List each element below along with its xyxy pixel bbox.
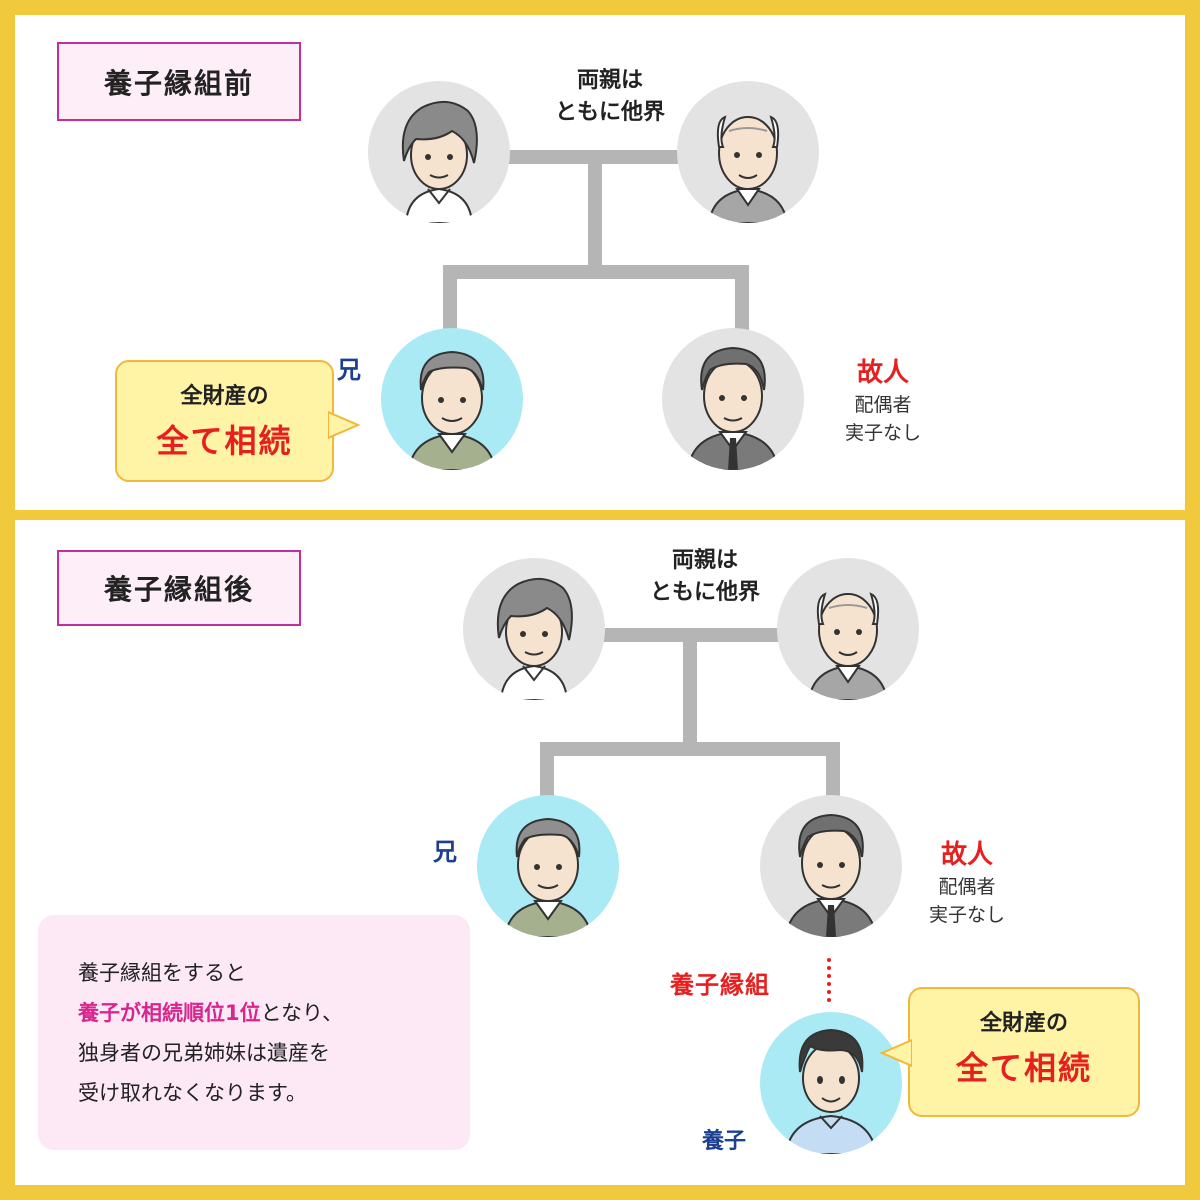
deceased-title-after: 故人 — [907, 837, 1027, 873]
explanation-note: 養子縁組をすると 養子が相続順位1位となり、 独身者の兄弟姉妹は遺産を 受け取れ… — [38, 915, 470, 1150]
note-line3: 独身者の兄弟姉妹は遺産を — [78, 1033, 470, 1073]
deceased-avatar-after — [760, 795, 902, 937]
mother-avatar — [368, 81, 510, 223]
panel-before-adoption: 養子縁組前 両親は ともに他界 — [15, 15, 1185, 510]
bubble-after-line2: 全て相続 — [910, 1043, 1138, 1089]
parents-note-after-line1: 両親は — [615, 545, 795, 577]
bubble-pointer-after — [880, 1038, 912, 1068]
bubble-pointer — [328, 410, 360, 440]
children-bar-after — [540, 742, 840, 756]
parents-note: 両親は ともに他界 — [520, 65, 700, 129]
brother-avatar — [381, 328, 523, 470]
note-line1: 養子縁組をすると — [78, 953, 470, 993]
parents-note-line2: ともに他界 — [520, 97, 700, 129]
mother-avatar-after — [463, 558, 605, 700]
brother-avatar-after — [477, 795, 619, 937]
adoption-link — [827, 958, 831, 1002]
panel-title-before: 養子縁組前 — [57, 42, 301, 121]
deceased-avatar — [662, 328, 804, 470]
deceased-spouse-note-after: 配偶者 — [907, 873, 1027, 901]
panel-after-adoption: 養子縁組後 両親は ともに他界 — [15, 520, 1185, 1185]
parents-note-after: 両親は ともに他界 — [615, 545, 795, 609]
children-stem-after — [683, 635, 697, 753]
inheritance-bubble-adoptee: 全財産の 全て相続 — [908, 987, 1140, 1117]
panel-title-after: 養子縁組後 — [57, 550, 301, 626]
deceased-info: 故人 配偶者 実子なし — [823, 355, 943, 447]
children-stem — [588, 157, 602, 275]
inheritance-bubble-brother: 全財産の 全て相続 — [115, 360, 334, 482]
children-bar — [443, 265, 749, 279]
adoption-label: 養子縁組 — [670, 965, 770, 1000]
deceased-children-note: 実子なし — [823, 419, 943, 447]
parents-note-after-line2: ともに他界 — [615, 577, 795, 609]
brother-label-after: 兄 — [433, 832, 457, 867]
deceased-info-after: 故人 配偶者 実子なし — [907, 837, 1027, 929]
adoptee-label: 養子 — [702, 1123, 746, 1155]
deceased-spouse-note: 配偶者 — [823, 391, 943, 419]
bubble-line1: 全財産の — [117, 378, 332, 410]
deceased-children-note-after: 実子なし — [907, 901, 1027, 929]
bubble-line2: 全て相続 — [117, 416, 332, 462]
adoptee-avatar — [760, 1012, 902, 1154]
bubble-after-line1: 全財産の — [910, 1005, 1138, 1037]
note-line2-rest: となり、 — [261, 1001, 344, 1025]
father-avatar-after — [777, 558, 919, 700]
brother-label: 兄 — [337, 350, 361, 385]
note-line2: 養子が相続順位1位となり、 — [78, 993, 470, 1033]
deceased-title: 故人 — [823, 355, 943, 391]
father-avatar — [677, 81, 819, 223]
parents-note-line1: 両親は — [520, 65, 700, 97]
note-line4: 受け取れなくなります。 — [78, 1073, 470, 1113]
note-highlight: 養子が相続順位1位 — [78, 1001, 261, 1025]
